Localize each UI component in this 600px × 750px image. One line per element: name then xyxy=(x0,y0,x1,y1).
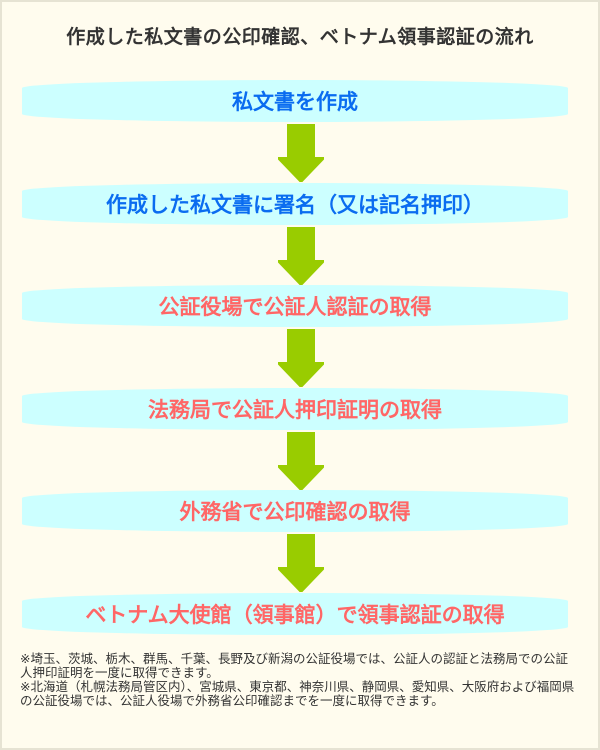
page-title: 作成した私文書の公印確認、ベトナム領事認証の流れ xyxy=(66,26,534,48)
step-vietnam-consular-certification: ベトナム大使館（領事館）で領事認証の取得 xyxy=(22,593,568,635)
arrow-down-icon xyxy=(278,432,324,490)
step-mofa-apostille: 外務省で公印確認の取得 xyxy=(22,490,568,532)
step-create-document: 私文書を作成 xyxy=(22,80,568,122)
arrow-down-icon xyxy=(278,534,324,592)
step-sign-document: 作成した私文書に署名（又は記名押印） xyxy=(22,183,568,225)
step-notary-certification: 公証役場で公証人認証の取得 xyxy=(22,285,568,327)
footnote: ※埼玉、茨城、栃木、群馬、千葉、長野及び新潟の公証役場では、公証人の認証と法務局… xyxy=(20,651,568,680)
footnote: ※北海道（札幌法務局管区内）、宮城県、東京都、神奈川県、静岡県、愛知県、大阪府お… xyxy=(20,679,575,708)
arrow-down-icon xyxy=(278,329,324,387)
footnotes: ※埼玉、茨城、栃木、群馬、千葉、長野及び新潟の公証役場では、公証人の認証と法務局… xyxy=(20,652,580,708)
step-legal-affairs-seal-certificate: 法務局で公証人押印証明の取得 xyxy=(22,388,568,430)
arrow-down-icon xyxy=(278,124,324,182)
arrow-down-icon xyxy=(278,227,324,285)
